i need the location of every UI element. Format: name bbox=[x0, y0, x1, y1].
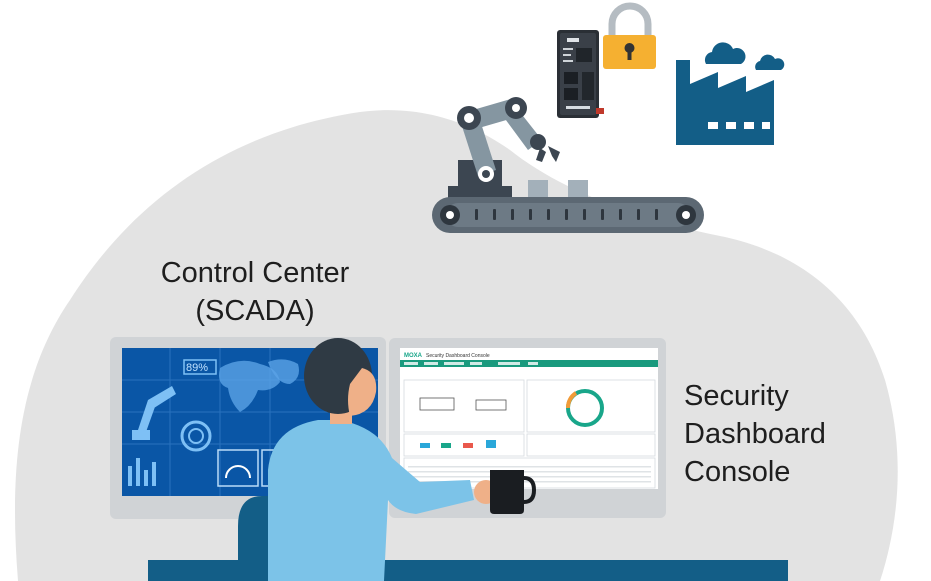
scada-readout: 89% bbox=[186, 362, 208, 374]
factory-icon bbox=[676, 60, 774, 145]
sdc-label-line1: Security bbox=[684, 380, 789, 412]
security-dashboard-label: Security Dashboard Console bbox=[684, 377, 826, 491]
dashboard-brand: MOXA bbox=[404, 353, 423, 359]
dashboard-monitor bbox=[389, 338, 666, 518]
person-figure bbox=[238, 338, 498, 581]
scada-label: Control Center (SCADA) bbox=[148, 254, 362, 330]
sdc-label-line3: Console bbox=[684, 456, 791, 488]
conveyor-box bbox=[528, 180, 548, 198]
dashboard-title: Security Dashboard Console bbox=[426, 353, 490, 359]
robot-arm-icon bbox=[448, 97, 560, 198]
sdc-label-line2: Dashboard bbox=[684, 418, 826, 450]
network-device-icon bbox=[557, 30, 604, 118]
cloud-icon bbox=[704, 42, 785, 70]
conveyor-box bbox=[568, 180, 588, 198]
scada-label-line2: (SCADA) bbox=[195, 295, 315, 327]
conveyor-belt-icon bbox=[432, 197, 704, 233]
coffee-mug-icon bbox=[490, 470, 537, 514]
scada-label-line1: Control Center bbox=[160, 257, 350, 289]
padlock-icon bbox=[603, 2, 656, 69]
